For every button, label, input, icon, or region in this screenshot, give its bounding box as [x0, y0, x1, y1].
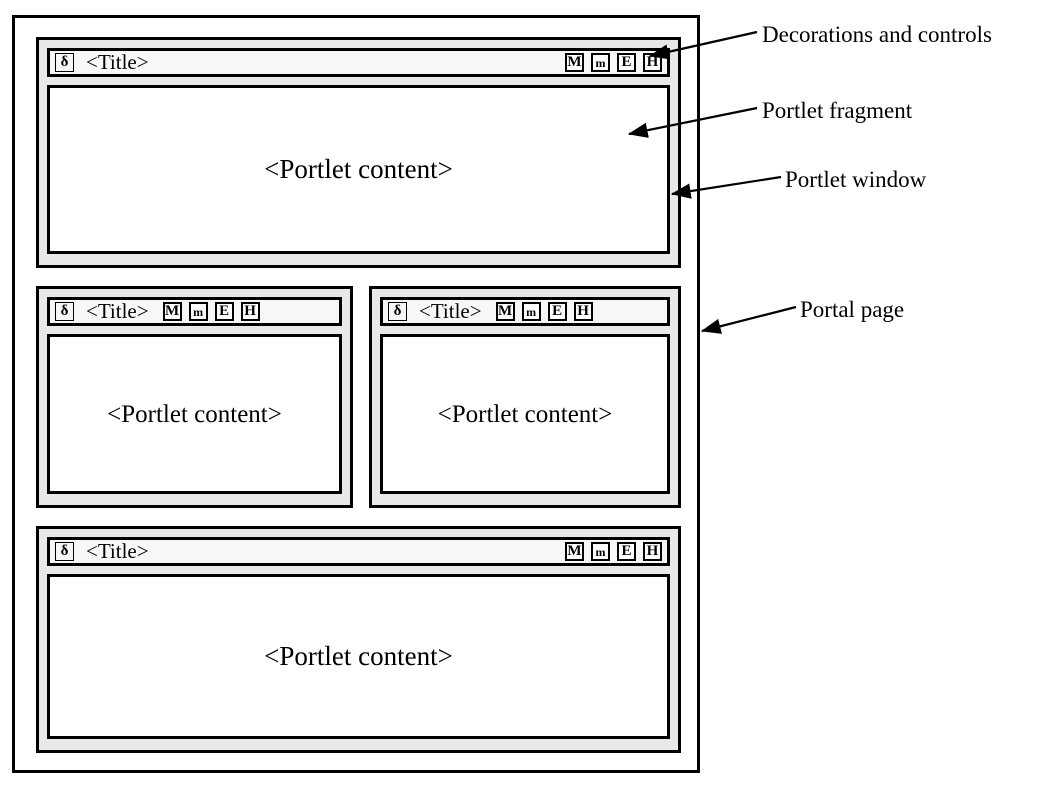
minimize-control[interactable]: m [521, 302, 541, 321]
edit-control[interactable]: E [214, 302, 234, 321]
delta-decoration-icon[interactable]: δ [388, 302, 407, 321]
delta-decoration-icon[interactable]: δ [55, 542, 74, 561]
portlet-titlebar-top: δ <Title> M m E H [47, 48, 670, 77]
help-control[interactable]: H [643, 542, 662, 561]
portlet-content-label: <Portlet content> [107, 400, 282, 428]
portlet-fragment-top: <Portlet content> [47, 85, 670, 254]
portlet-fragment-mid-left: <Portlet content> [47, 334, 342, 494]
portlet-content-label: <Portlet content> [264, 641, 453, 671]
portlet-window-top: δ <Title> M m E H <Portlet content> [36, 37, 681, 268]
annotation-portlet-window: Portlet window [785, 167, 927, 192]
portlet-fragment-bottom: <Portlet content> [47, 574, 670, 739]
minimize-control[interactable]: m [591, 53, 610, 72]
portlet-title-top: <Title> [86, 50, 149, 74]
annotation-portal-page: Portal page [800, 297, 905, 322]
portlet-fragment-mid-right: <Portlet content> [380, 334, 670, 494]
delta-decoration-icon[interactable]: δ [55, 53, 74, 72]
portlet-title-mid-left: <Title> [86, 299, 149, 323]
portlet-controls-mid-left: M m E H [162, 302, 260, 321]
help-control[interactable]: H [240, 302, 260, 321]
annotation-decorations-and-controls: Decorations and controls [762, 22, 992, 47]
maximize-control[interactable]: M [162, 302, 182, 321]
annotation-portlet-fragment: Portlet fragment [762, 98, 913, 123]
help-control[interactable]: H [573, 302, 593, 321]
portal-page: δ <Title> M m E H <Portlet content> δ <T… [12, 15, 700, 773]
portlet-window-mid-left: δ <Title> M m E H <Portlet content> [36, 286, 353, 508]
portlet-title-bottom: <Title> [86, 539, 149, 563]
minimize-control[interactable]: m [188, 302, 208, 321]
maximize-control[interactable]: M [495, 302, 515, 321]
leader-line-page [700, 305, 797, 334]
portlet-controls-bottom: M m E H [565, 542, 662, 561]
delta-decoration-icon[interactable]: δ [55, 302, 74, 321]
portlet-window-mid-right: δ <Title> M m E H <Portlet content> [369, 286, 681, 508]
maximize-control[interactable]: M [565, 53, 584, 72]
minimize-control[interactable]: m [591, 542, 610, 561]
help-control[interactable]: H [643, 53, 662, 72]
portlet-titlebar-bottom: δ <Title> M m E H [47, 537, 670, 566]
edit-control[interactable]: E [617, 542, 636, 561]
portlet-controls-top: M m E H [565, 53, 662, 72]
portlet-title-mid-right: <Title> [419, 299, 482, 323]
portlet-titlebar-mid-left: δ <Title> M m E H [47, 297, 342, 326]
portlet-content-label: <Portlet content> [264, 154, 453, 184]
portlet-controls-mid-right: M m E H [495, 302, 593, 321]
edit-control[interactable]: E [617, 53, 636, 72]
portlet-titlebar-mid-right: δ <Title> M m E H [380, 297, 670, 326]
portlet-content-label: <Portlet content> [437, 400, 613, 428]
edit-control[interactable]: E [547, 302, 567, 321]
maximize-control[interactable]: M [565, 542, 584, 561]
portlet-window-bottom: δ <Title> M m E H <Portlet content> [36, 526, 681, 753]
